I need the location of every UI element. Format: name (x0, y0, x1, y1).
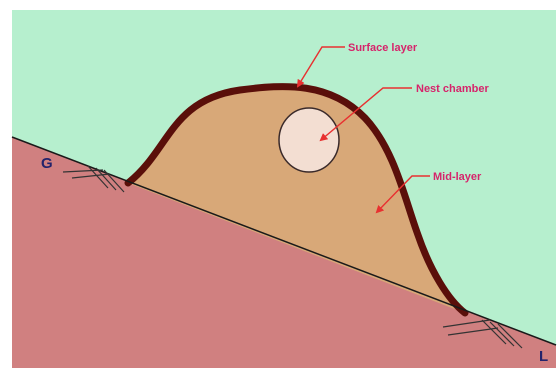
nest-chamber-label: Nest chamber (416, 83, 489, 95)
nest-chamber (279, 108, 339, 172)
surface-layer-label: Surface layer (348, 42, 418, 54)
mid-layer-label: Mid-layer (433, 171, 482, 183)
point-l-label: L (539, 348, 548, 365)
point-g-label: G (41, 155, 53, 172)
